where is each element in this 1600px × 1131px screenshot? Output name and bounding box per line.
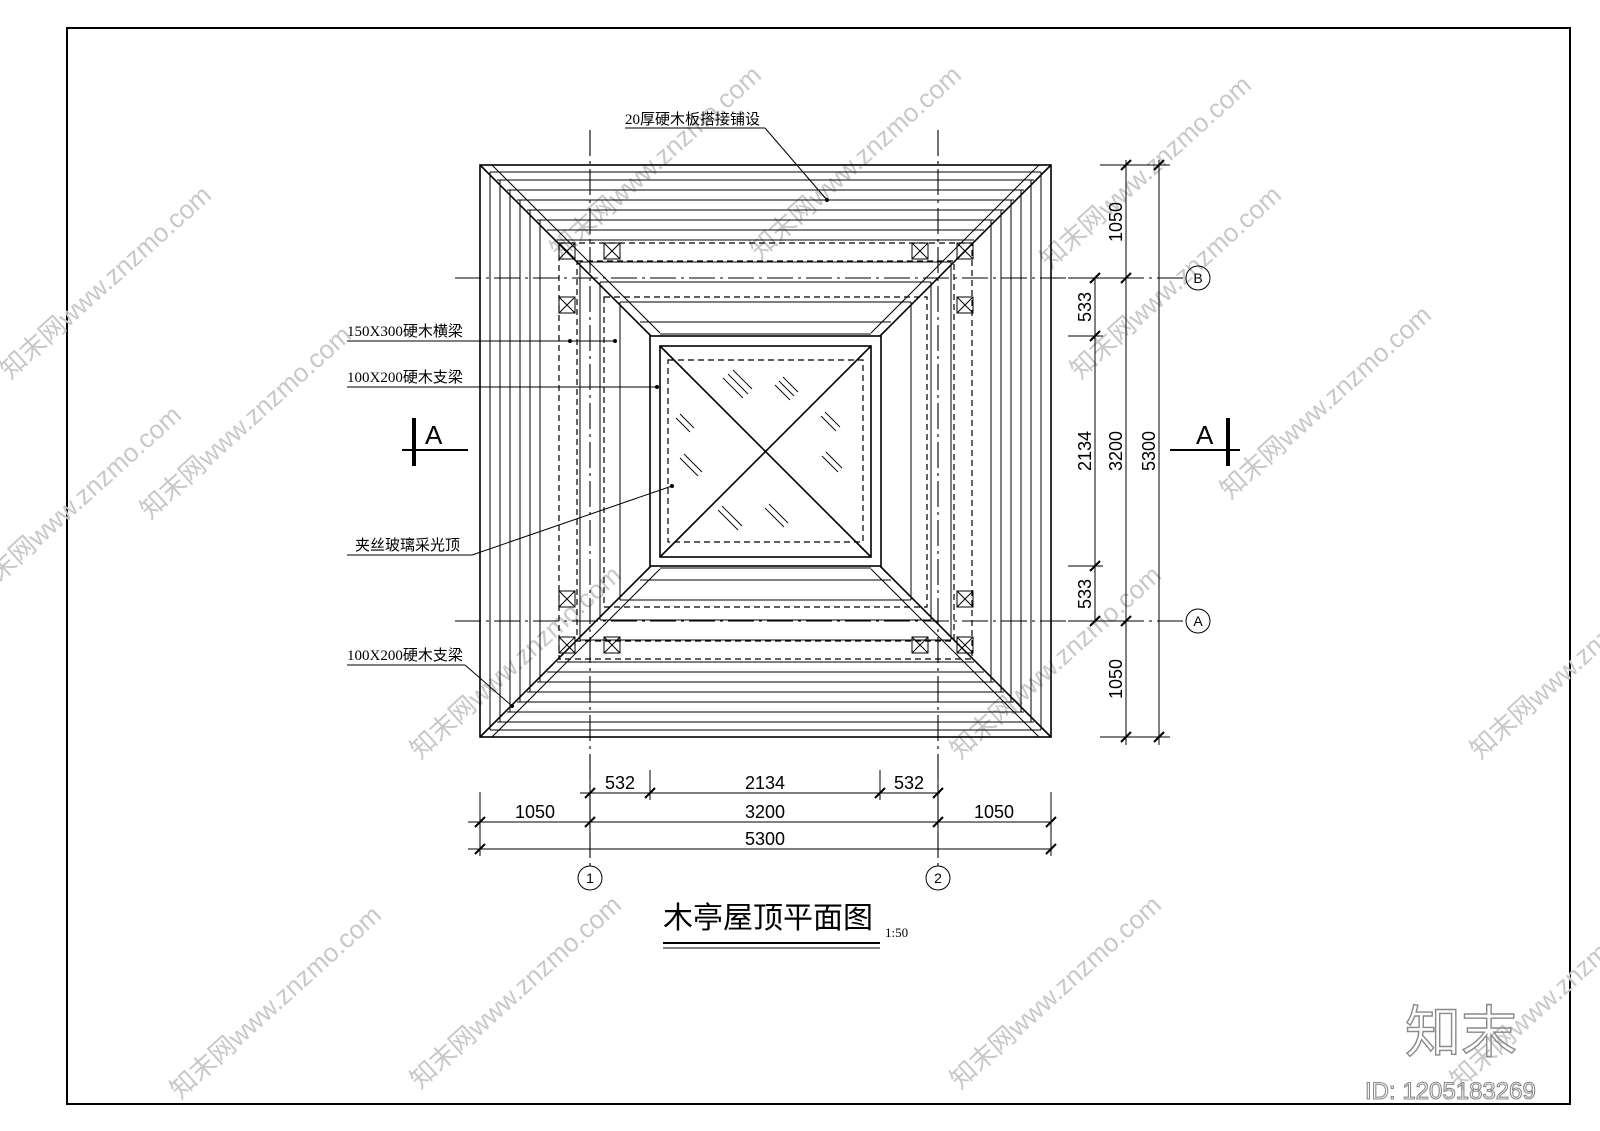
grid-label-2: 2 <box>934 870 942 886</box>
dim-right-1050-bottom: 1050 <box>1106 659 1126 699</box>
dim-bottom-532-right: 532 <box>894 773 924 793</box>
dim-bottom-3200: 3200 <box>745 802 785 822</box>
dim-bottom-1050-left: 1050 <box>515 802 555 822</box>
watermark-id: ID: 1205183269 <box>1365 1078 1536 1105</box>
post-block <box>956 590 974 608</box>
post-block <box>956 242 974 260</box>
post-x-mark <box>558 296 576 314</box>
post-block <box>558 636 576 654</box>
skylight-frame-inner <box>659 345 872 558</box>
post-block <box>558 590 576 608</box>
note-hardwood-boards: 20厚硬木板搭接铺设 <box>625 110 760 128</box>
skylight-frame-outer <box>649 335 882 567</box>
watermark-text: 知末网www.znzmo.com <box>744 59 967 264</box>
post-block <box>603 242 621 260</box>
dim-bottom-1050-right: 1050 <box>974 802 1014 822</box>
watermark-text: 知末网www.znzmo.com <box>1464 559 1600 764</box>
brand-watermark: 知末 <box>1405 1001 1517 1066</box>
note-support-beam-upper: 100X200硬木支梁 <box>347 369 463 386</box>
watermark-text: 知末网www.znzmo.com <box>164 899 387 1104</box>
sheet-border <box>66 27 1571 1105</box>
dim-right-533-top: 533 <box>1075 292 1095 322</box>
roof-outer-edge <box>479 164 1052 738</box>
post-blocks <box>558 242 974 654</box>
dim-bottom-2134: 2134 <box>745 773 785 793</box>
post-x-mark <box>603 636 621 654</box>
post-x-mark <box>603 242 621 260</box>
drawing-title: 木亭屋顶平面图 <box>663 901 873 936</box>
svg-text:A: A <box>425 420 443 450</box>
post-x-mark <box>956 636 974 654</box>
post-block <box>558 242 576 260</box>
post-x-mark <box>911 636 929 654</box>
grid-bubbles: 1 2 B A <box>577 265 1211 891</box>
section-mark-right: A <box>1170 418 1240 466</box>
skylight-diagonal-2 <box>659 345 872 558</box>
grid-label-b: B <box>1193 270 1202 286</box>
watermark-text: 知末网www.znzmo.com <box>1214 299 1437 504</box>
dim-right-1050-top: 1050 <box>1106 202 1126 242</box>
grid-bubble-b <box>1185 265 1211 291</box>
post-x-mark <box>911 242 929 260</box>
glass-hatch <box>675 369 843 531</box>
dim-bottom-5300: 5300 <box>745 829 785 849</box>
post-x-mark <box>558 636 576 654</box>
dim-bottom-532-left: 532 <box>605 773 635 793</box>
grid-label-a: A <box>1193 613 1203 629</box>
post-x-mark <box>956 590 974 608</box>
post-block <box>911 636 929 654</box>
grid-label-1: 1 <box>586 870 594 886</box>
watermark-text: 知末网www.znzmo.com <box>544 59 767 264</box>
drawing-scale: 1:50 <box>885 925 908 940</box>
crossbeam-ring-inner <box>576 260 955 642</box>
dim-right-533-bottom: 533 <box>1075 579 1095 609</box>
watermark-text: 知末网www.znzmo.com <box>944 889 1167 1094</box>
svg-text:A: A <box>1196 420 1214 450</box>
grid-axis-lines <box>455 130 1185 868</box>
roof-plan <box>479 164 1052 738</box>
dim-right-2134: 2134 <box>1075 431 1095 471</box>
dimension-lines-right <box>1068 159 1170 745</box>
post-block <box>956 296 974 314</box>
support-beam-ring <box>603 296 928 608</box>
note-support-beam-lower: 100X200硬木支梁 <box>347 647 463 664</box>
post-x-mark <box>558 242 576 260</box>
crossbeam-ring-outer <box>558 242 973 660</box>
watermark-text: 知末网www.znzmo.com <box>0 179 217 384</box>
note-glass-skylight: 夹丝玻璃采光顶 <box>355 537 460 554</box>
roof-hips <box>479 164 1052 738</box>
note-crossbeam: 150X300硬木横梁 <box>347 323 463 340</box>
skylight-dashed <box>667 359 864 543</box>
dim-right-5300: 5300 <box>1139 431 1159 471</box>
grid-bubble-1 <box>577 865 603 891</box>
watermark-text: 知末网www.znzmo.com <box>404 889 627 1094</box>
post-x-mark <box>558 590 576 608</box>
grid-bubble-2 <box>925 865 951 891</box>
grid-bubble-a <box>1185 608 1211 634</box>
section-mark-left: A <box>402 418 468 466</box>
post-block <box>956 636 974 654</box>
post-block <box>558 296 576 314</box>
post-x-mark <box>956 296 974 314</box>
post-block <box>911 242 929 260</box>
post-block <box>603 636 621 654</box>
annotation-leaders <box>347 127 829 708</box>
dim-right-3200: 3200 <box>1106 431 1126 471</box>
post-x-mark <box>956 242 974 260</box>
dimension-lines-bottom <box>468 770 1057 856</box>
watermark-text: 知末网www.znzmo.com <box>944 559 1167 764</box>
